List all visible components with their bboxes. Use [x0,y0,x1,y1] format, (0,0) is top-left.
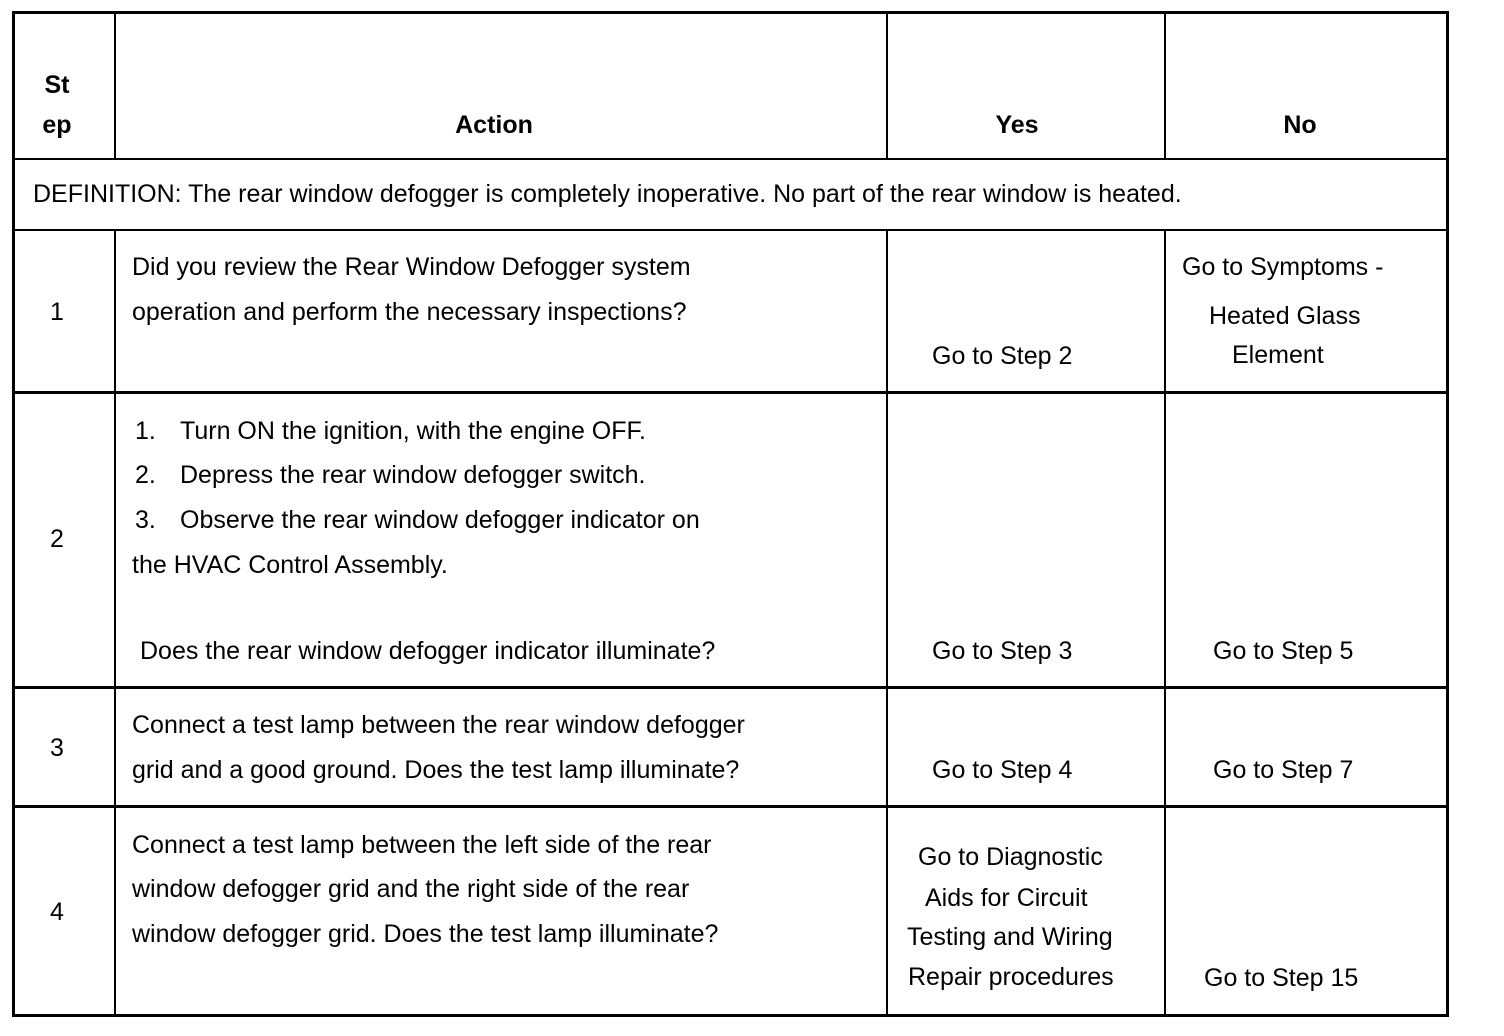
no-outcome: Element [1232,341,1324,369]
action-line: Connect a test lamp between the rear win… [132,711,745,739]
yes-outcome: Testing and Wiring [907,923,1113,951]
action-line: operation and perform the necessary insp… [132,298,687,326]
table-border-bottom [12,1014,1449,1017]
header-no: No [1283,111,1317,139]
column-divider [1164,11,1166,159]
no-outcome: Go to Step 7 [1213,756,1354,784]
column-divider [114,230,116,1016]
yes-outcome: Repair procedures [908,963,1114,991]
action-item-number: 2. [135,461,156,489]
table-border-right [1446,11,1449,1017]
column-divider [886,230,888,1016]
row-divider [12,229,1449,231]
table-border-left [12,11,15,1017]
step-number: 1 [50,298,64,326]
yes-outcome: Go to Step 3 [932,637,1073,665]
action-line: window defogger grid and the right side … [132,875,690,903]
action-line: grid and a good ground. Does the test la… [132,756,740,784]
row-divider [12,805,1449,808]
yes-outcome: Go to Step 4 [932,756,1073,784]
action-line: Connect a test lamp between the left sid… [132,831,712,859]
header-yes: Yes [995,111,1039,139]
no-outcome: Heated Glass [1209,302,1361,330]
yes-outcome: Aids for Circuit [925,884,1088,912]
definition-text: DEFINITION: The rear window defogger is … [33,180,1182,208]
step-number: 4 [50,898,64,926]
action-item-text: Depress the rear window defogger switch. [180,461,646,489]
action-item-text: Observe the rear window defogger indicat… [180,506,700,534]
column-divider [1164,230,1166,1016]
action-item-text: Turn ON the ignition, with the engine OF… [180,417,646,445]
no-outcome: Go to Step 15 [1204,964,1359,992]
header-step-line1: St [44,71,70,99]
column-divider [114,11,116,159]
header-action: Action [455,111,533,139]
step-number: 2 [50,525,64,553]
row-divider [12,686,1449,689]
action-line: the HVAC Control Assembly. [132,551,448,579]
action-line: window defogger grid. Does the test lamp… [132,920,719,948]
header-step-line2: ep [42,111,72,139]
table-border-top [12,11,1449,14]
step-number: 3 [50,734,64,762]
row-divider [12,158,1449,160]
row-divider [12,391,1449,394]
no-outcome: Go to Symptoms - [1182,253,1384,281]
yes-outcome: Go to Step 2 [932,342,1073,370]
yes-outcome: Go to Diagnostic [918,843,1103,871]
no-outcome: Go to Step 5 [1213,637,1354,665]
action-item-number: 1. [135,417,156,445]
action-question: Does the rear window defogger indicator … [140,637,716,665]
column-divider [886,11,888,159]
action-line: Did you review the Rear Window Defogger … [132,253,691,281]
action-item-number: 3. [135,506,156,534]
